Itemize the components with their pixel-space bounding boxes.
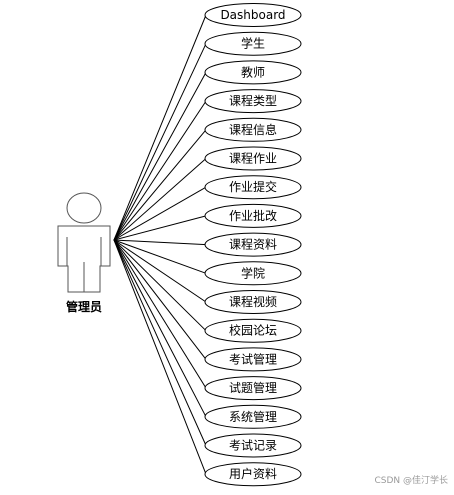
association-line <box>113 239 207 446</box>
use-case-ellipse <box>204 376 302 401</box>
use-case: 学生 <box>204 31 302 56</box>
use-case: 课程视频 <box>204 290 302 314</box>
use-case-label: 课程作业 <box>229 151 277 166</box>
association-line <box>113 239 207 246</box>
use-case: 课程类型 <box>204 89 302 114</box>
association-line <box>113 186 207 241</box>
use-case-label: 课程信息 <box>229 122 277 137</box>
use-case-label: 教师 <box>241 64 265 79</box>
use-case: 教师 <box>204 60 302 85</box>
use-case: 学院 <box>204 261 302 286</box>
actor-body <box>57 225 111 293</box>
association-line <box>113 215 207 241</box>
association-line <box>113 100 207 241</box>
use-case-label: 学生 <box>241 36 265 51</box>
association-line <box>113 239 207 475</box>
association-line <box>113 239 207 389</box>
use-case-ellipse <box>204 117 302 142</box>
use-case: Dashboard <box>204 3 302 27</box>
use-case-ellipse <box>204 175 302 200</box>
use-case-label: 用户资料 <box>229 466 277 481</box>
use-case-ellipse <box>204 232 302 257</box>
use-case-ellipse <box>204 261 302 286</box>
use-case: 校园论坛 <box>204 318 302 343</box>
association-line <box>113 43 207 241</box>
actor-label: 管理员 <box>66 299 102 314</box>
use-case-ellipse <box>204 290 302 314</box>
use-case-label: 课程类型 <box>229 93 277 108</box>
use-case-label: 校园论坛 <box>229 323 277 338</box>
association-line <box>113 129 207 241</box>
association-line <box>113 239 207 360</box>
actor-figure <box>57 192 111 293</box>
use-case: 作业批改 <box>204 203 302 228</box>
use-case: 课程信息 <box>204 117 302 142</box>
association-line <box>113 239 207 418</box>
association-line <box>113 14 207 241</box>
use-case-label: 考试记录 <box>229 438 277 453</box>
association-line <box>113 158 207 241</box>
use-case-label: 课程资料 <box>229 237 277 252</box>
use-case-ellipse <box>204 404 302 429</box>
use-case-label: 试题管理 <box>229 380 277 395</box>
use-case-ellipse <box>204 31 302 56</box>
use-case: 作业提交 <box>204 175 302 200</box>
use-case: 用户资料 <box>204 462 302 487</box>
use-case: 课程作业 <box>204 146 302 171</box>
use-case-label: Dashboard <box>220 8 285 22</box>
association-line <box>113 239 207 303</box>
use-case-ellipse <box>204 318 302 343</box>
use-case: 考试管理 <box>204 347 302 372</box>
use-case-ellipse <box>204 347 302 372</box>
use-case: 考试记录 <box>204 433 302 458</box>
use-case-ellipse <box>204 146 302 171</box>
use-case-label: 作业批改 <box>229 208 277 223</box>
use-case-ellipse <box>204 203 302 228</box>
use-case: 课程资料 <box>204 232 302 257</box>
watermark: CSDN @佳汀学长 <box>374 476 448 486</box>
association-line <box>113 72 207 241</box>
use-case: 系统管理 <box>204 404 302 429</box>
use-case-ellipse <box>204 462 302 487</box>
use-case-label: 作业提交 <box>229 179 277 194</box>
use-case-label: 考试管理 <box>229 351 277 366</box>
use-case-label: 系统管理 <box>229 409 277 424</box>
association-lines <box>113 14 207 475</box>
use-case: 试题管理 <box>204 376 302 401</box>
use-case-label: 课程视频 <box>229 294 277 309</box>
actor-head <box>66 192 102 224</box>
use-case-ellipse <box>204 433 302 458</box>
use-case-ellipse <box>204 89 302 114</box>
use-case-ellipse <box>204 60 302 85</box>
association-line <box>113 239 207 332</box>
use-case-label: 学院 <box>241 265 265 280</box>
use-case-list: Dashboard 学生教师课程类型课程信息课程作业作业提交作业批改课程资料学院课… <box>204 3 302 487</box>
use-case-ellipse <box>204 3 302 27</box>
association-line <box>113 239 207 274</box>
